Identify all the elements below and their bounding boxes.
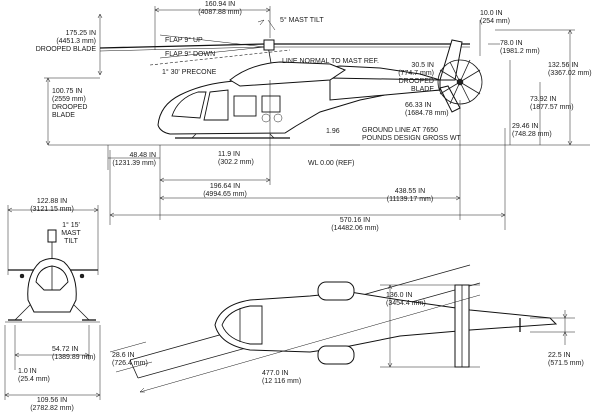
front-view bbox=[4, 205, 101, 400]
nose-to-datum-label: 48.48 IN (1231.39 mm) bbox=[104, 152, 156, 168]
line-normal-label: LINE NORMAL TO MAST REF. bbox=[282, 58, 379, 65]
tail-skid-clear-label: 29.46 IN (748.28 mm) bbox=[512, 123, 552, 139]
tail-drooped-note-2: BLADE bbox=[411, 86, 434, 93]
tail-chord-imperial: 22.5 IN bbox=[548, 352, 571, 359]
mast-station-imperial: 196.64 IN bbox=[209, 183, 241, 190]
drooped-blade-top-note: DROOPED BLADE bbox=[35, 46, 96, 53]
skid-height-imperial: 1.0 IN bbox=[18, 368, 37, 375]
drooped-blade-mid-note-2: BLADE bbox=[52, 112, 75, 119]
tail-station-imperial: 438.55 IN bbox=[394, 188, 426, 195]
rotor-span-label: 160.94 IN (4087.88 mm) bbox=[180, 1, 260, 17]
overall-height-metric: (3367.02 mm) bbox=[548, 70, 592, 77]
front-width-top-label: 122.88 IN (3121.15 mm) bbox=[12, 198, 92, 214]
rotor-span-imperial: 160.94 IN bbox=[204, 1, 236, 8]
overall-length-label: 570.16 IN (14482.06 mm) bbox=[310, 217, 400, 233]
tail-hub-height-label: 73.92 IN (1877.57 mm) bbox=[530, 96, 574, 112]
front-mast-tilt-2: MAST bbox=[61, 230, 81, 237]
blade-chord-imperial: 28.6 IN bbox=[112, 352, 135, 359]
skid-width-label: 54.72 IN (1389.89 mm) bbox=[52, 346, 96, 362]
drooped-blade-top-imperial: 175.25 IN bbox=[65, 30, 96, 37]
tail-span-label: 136.0 IN (3454.4 mm) bbox=[386, 292, 426, 308]
drooped-blade-top-metric: (4451.3 mm) bbox=[56, 38, 96, 45]
tail-rotor-ground-imperial: 66.33 IN bbox=[405, 102, 432, 109]
front-width-top-metric: (3121.15 mm) bbox=[30, 206, 74, 213]
tail-span-imperial: 136.0 IN bbox=[386, 292, 413, 299]
overall-width-label: 109.56 IN (2782.82 mm) bbox=[12, 397, 92, 413]
mast-station-metric: (4994.65 mm) bbox=[203, 191, 247, 198]
rotor-span-metric: (4087.88 mm) bbox=[198, 9, 242, 16]
mast-tilt-label: 5° MAST TILT bbox=[280, 17, 324, 24]
tail-drooped-label: 30.5 IN (774.7 mm) DROOPED BLADE bbox=[378, 62, 434, 94]
tail-skid-clear-metric: (748.28 mm) bbox=[512, 131, 552, 138]
front-mast-tilt-label: 1° 15' MAST TILT bbox=[58, 222, 84, 246]
tail-rotor-dia-imperial: 78.0 IN bbox=[500, 40, 523, 47]
tail-span-metric: (3454.4 mm) bbox=[386, 300, 426, 307]
skid-offset-metric: (302.2 mm) bbox=[218, 159, 254, 166]
front-mast-tilt-1: 1° 15' bbox=[62, 222, 80, 229]
mast-station-label: 196.64 IN (4994.65 mm) bbox=[190, 183, 260, 199]
flap-down-label: FLAP 9° DOWN bbox=[165, 51, 216, 58]
tail-drooped-imperial: 30.5 IN bbox=[411, 62, 434, 69]
blade-chord-label: 28.6 IN (726.4 mm) bbox=[112, 352, 148, 368]
tail-rotor-dia-label: 78.0 IN (1981.2 mm) bbox=[500, 40, 540, 56]
skid-offset-imperial: 11.9 IN bbox=[218, 151, 241, 158]
skid-offset-label: 11.9 IN (302.2 mm) bbox=[218, 151, 254, 167]
tail-station-label: 438.55 IN (11139.17 mm) bbox=[370, 188, 450, 204]
blade-length-metric: (12 116 mm) bbox=[262, 378, 302, 385]
tail-drooped-metric: (774.7 mm) bbox=[398, 70, 434, 77]
waterline-label: WL 0.00 (REF) bbox=[308, 160, 355, 167]
tail-skid-clear-imperial: 29.46 IN bbox=[512, 123, 539, 130]
tail-drooped-note-1: DROOPED bbox=[398, 78, 434, 85]
tail-rotor-offset-imperial: 10.0 IN bbox=[480, 10, 503, 17]
overall-height-imperial: 132.56 IN bbox=[548, 62, 579, 69]
blade-length-label: 477.0 IN (12 116 mm) bbox=[262, 370, 301, 386]
tail-station-metric: (11139.17 mm) bbox=[386, 196, 434, 203]
flap-up-label: FLAP 9° UP bbox=[165, 37, 203, 44]
blade-chord-metric: (726.4 mm) bbox=[112, 360, 148, 367]
tail-chord-label: 22.5 IN (571.5 mm) bbox=[548, 352, 584, 368]
drooped-blade-top-label: 175.25 IN (4451.3 mm) DROOPED BLADE bbox=[2, 30, 96, 54]
nose-to-datum-metric: (1231.39 mm) bbox=[112, 160, 156, 167]
top-view bbox=[109, 264, 575, 393]
overall-width-metric: (2782.82 mm) bbox=[30, 405, 74, 412]
front-width-top-imperial: 122.88 IN bbox=[36, 198, 68, 205]
skid-height-metric: (25.4 mm) bbox=[18, 376, 50, 383]
overall-width-imperial: 109.56 IN bbox=[36, 397, 68, 404]
tail-rotor-dia-metric: (1981.2 mm) bbox=[500, 48, 540, 55]
ground-clear-label: 1.96 bbox=[326, 128, 340, 135]
drooped-blade-mid-metric: (2559 mm) bbox=[52, 96, 86, 103]
drooped-blade-mid-note-1: DROOPED bbox=[52, 104, 88, 111]
drooped-blade-mid-label: 100.75 IN (2559 mm) DROOPED BLADE bbox=[52, 88, 87, 120]
drooped-blade-mid-imperial: 100.75 IN bbox=[52, 88, 83, 95]
overall-length-metric: (14482.06 mm) bbox=[331, 225, 379, 232]
skid-width-metric: (1389.89 mm) bbox=[52, 354, 96, 361]
precone-label: 1° 30' PRECONE bbox=[162, 69, 217, 76]
ground-line-label-2: POUNDS DESIGN GROSS WT bbox=[362, 135, 461, 142]
ground-line-label: GROUND LINE AT 7650 bbox=[362, 127, 438, 134]
tail-hub-height-imperial: 73.92 IN bbox=[530, 96, 557, 103]
overall-length-imperial: 570.16 IN bbox=[339, 217, 371, 224]
tail-rotor-ground-metric: (1684.78 mm) bbox=[405, 110, 449, 117]
tail-rotor-offset-label: 10.0 IN (254 mm) bbox=[480, 10, 510, 26]
nose-to-datum-imperial: 48.48 IN bbox=[129, 152, 156, 159]
overall-height-label: 132.56 IN (3367.02 mm) bbox=[548, 62, 592, 78]
front-mast-tilt-3: TILT bbox=[64, 238, 78, 245]
skid-height-label: 1.0 IN (25.4 mm) bbox=[18, 368, 50, 384]
tail-rotor-offset-metric: (254 mm) bbox=[480, 18, 510, 25]
tail-chord-metric: (571.5 mm) bbox=[548, 360, 584, 367]
tail-hub-height-metric: (1877.57 mm) bbox=[530, 104, 574, 111]
side-view bbox=[44, 6, 590, 230]
skid-width-imperial: 54.72 IN bbox=[52, 346, 79, 353]
blade-length-imperial: 477.0 IN bbox=[262, 370, 289, 377]
tail-rotor-ground-label: 66.33 IN (1684.78 mm) bbox=[405, 102, 449, 118]
